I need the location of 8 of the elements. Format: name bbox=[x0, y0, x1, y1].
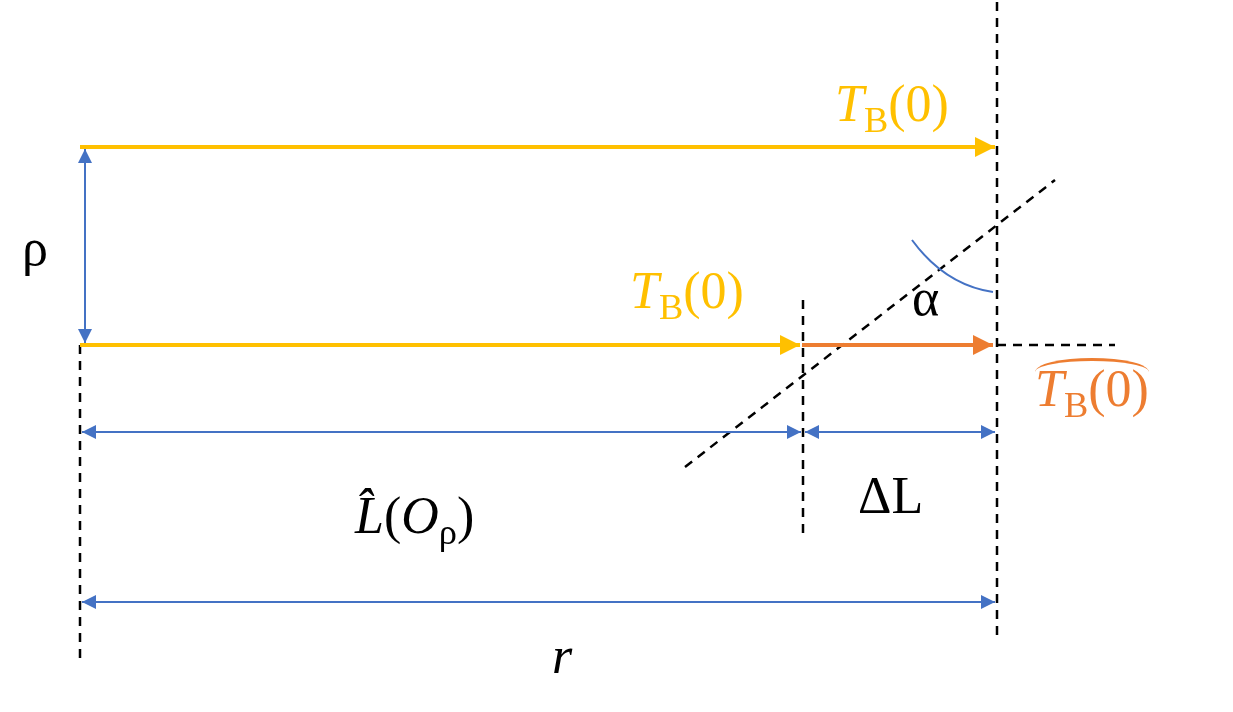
angle-label: α bbox=[912, 272, 940, 324]
dimension-label: L̂(O$_{ρ}$) bbox=[355, 490, 475, 551]
dimension-label: ρ bbox=[22, 222, 48, 274]
dimension-label: r bbox=[552, 630, 573, 682]
beam-label: T$_{B}$(0) bbox=[630, 265, 744, 326]
beam-label: T$_{B}$(0) bbox=[1035, 358, 1149, 424]
dimension-label: ΔL bbox=[858, 470, 924, 522]
beam-label: T$_{B}$(0) bbox=[835, 78, 949, 139]
